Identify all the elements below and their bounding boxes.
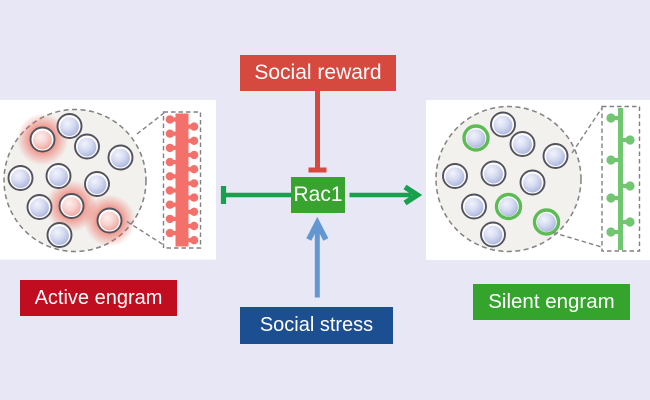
dendritic-spine-head <box>189 207 199 216</box>
dendritic-spine-head <box>625 217 635 227</box>
social-stress-label: Social stress <box>259 314 374 336</box>
silent-engram-cells <box>442 111 569 248</box>
engram-cell-body <box>464 197 484 217</box>
dendritic-spine-head <box>165 115 175 124</box>
dendrite-zoom-box <box>601 105 641 252</box>
dendritic-spine-head <box>165 186 175 195</box>
social-reward-label: Social reward <box>254 61 382 84</box>
dendritic-spine-head <box>606 155 616 165</box>
engram-cell-body <box>87 175 107 195</box>
dendritic-spine-head <box>189 179 199 188</box>
dendritic-spine-head <box>165 129 175 138</box>
engram-cell-body <box>111 148 130 168</box>
social-stress-activation-arrow <box>306 216 329 298</box>
active-engram-cells <box>7 113 136 248</box>
engram-cell-body <box>100 211 119 231</box>
engram-cell-body <box>493 115 513 135</box>
dendritic-spine-head <box>606 193 616 203</box>
silent-engram-node: Silent engram <box>473 284 630 320</box>
dendritic-spine-head <box>606 227 616 237</box>
engram-cell-body <box>33 130 52 150</box>
dendritic-spine-head <box>625 181 635 191</box>
engram-cell-body <box>30 198 49 218</box>
dendritic-spine-head <box>625 135 635 145</box>
dendritic-spine-head <box>165 157 175 167</box>
engram-cell-body <box>11 169 30 189</box>
dendritic-spine-head <box>189 193 199 202</box>
social-reward-inhibition-arrow <box>308 91 327 173</box>
dendritic-spine-head <box>165 143 175 153</box>
engram-cell-body <box>499 197 518 217</box>
engram-cell-body <box>483 225 503 245</box>
engram-cell-body <box>523 173 542 193</box>
silent-engram-panel <box>426 100 650 260</box>
dendrite-shaft <box>175 113 189 247</box>
dendritic-spine-head <box>189 236 199 245</box>
active-engram-node: Active engram <box>20 280 177 316</box>
active-engram-panel <box>0 100 216 260</box>
rac1-node: Rac1 <box>291 177 345 213</box>
engram-cell-body <box>62 197 81 217</box>
dendritic-spine-head <box>165 200 175 209</box>
rac1-label: Rac1 <box>293 183 343 206</box>
green-dendrite-with-spines <box>606 108 635 250</box>
engram-cell-body <box>77 137 97 157</box>
engram-cell-body <box>513 135 532 155</box>
dendrite-zoom-box <box>162 111 202 249</box>
dendritic-spine-head <box>189 136 199 145</box>
engram-cell-body <box>60 117 79 136</box>
dendritic-spine-head <box>165 172 175 181</box>
engram-cell-body <box>445 167 465 187</box>
dendritic-spine-head <box>165 228 175 238</box>
active-engram-label: Active engram <box>34 286 163 309</box>
dendritic-spine-head <box>165 214 175 224</box>
engram-cell-body <box>49 167 68 187</box>
red-dendrite-with-spines <box>165 113 199 247</box>
rac1-to-active-engram-inhibition-arrow <box>220 186 291 204</box>
magnifier-callout-line <box>571 108 603 154</box>
magnifier-callout-line <box>552 231 602 248</box>
engram-cell-body <box>484 164 503 184</box>
dendritic-spine-head <box>189 221 199 231</box>
dendritic-spine-head <box>189 150 199 160</box>
silent-engram-label: Silent engram <box>488 290 615 313</box>
engram-cell-body <box>50 226 69 246</box>
social-stress-node: Social stress <box>240 307 393 344</box>
dendritic-spine-head <box>189 122 199 131</box>
engram-cell-body <box>546 147 565 167</box>
dendritic-spine-head <box>189 165 199 174</box>
engram-cell-body <box>466 129 486 149</box>
rac1-to-silent-engram-activation-arrow <box>349 184 423 206</box>
magnifier-callout-line <box>136 112 165 135</box>
dendritic-spine-head <box>606 113 616 123</box>
social-reward-node: Social reward <box>240 55 396 91</box>
engram-cell-body <box>537 213 556 233</box>
